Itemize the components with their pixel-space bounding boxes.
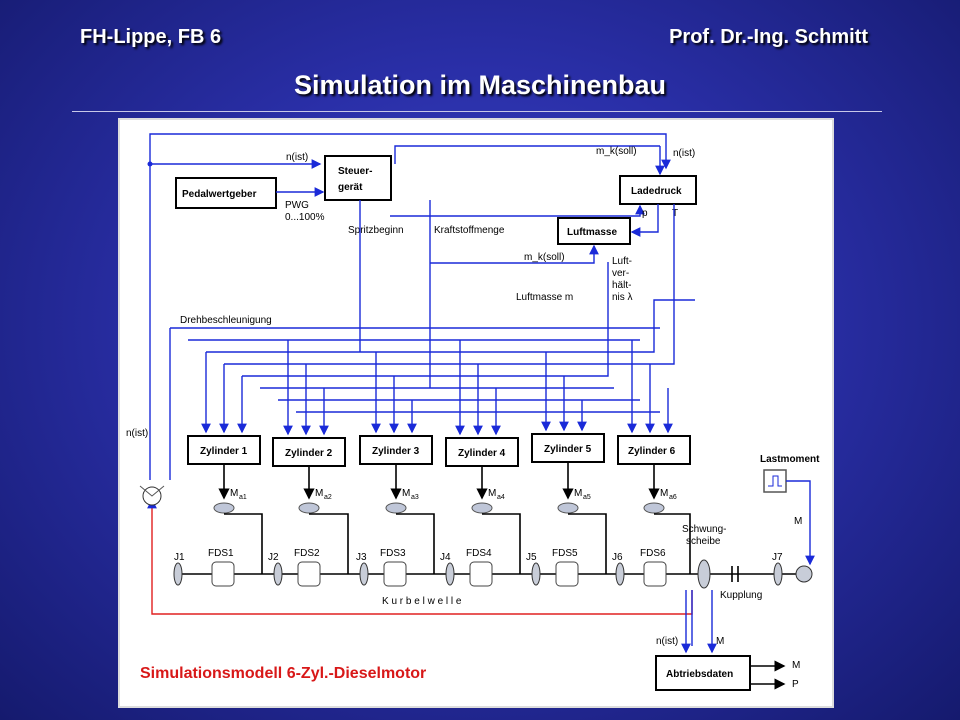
svg-text:M: M [488,488,496,499]
luftmasse-label: Luftmasse [567,227,617,238]
label-luft-4: nis λ [612,292,633,303]
abtriebsdaten-block: Abtriebsdaten n(ist) M M P [655,590,800,691]
diagram-canvas: Steuer- gerät Pedalwertgeber Ladedruck L… [126,133,820,691]
cylinder-2: Zylinder 2 [272,340,346,467]
pedalwertgeber-label: Pedalwertgeber [182,189,257,200]
header-right: Prof. Dr.-Ing. Schmitt [669,26,868,48]
torque-1: M a1 [213,464,247,514]
cylinder-5: Zylinder 5 [531,352,605,463]
svg-text:a4: a4 [497,494,505,501]
torque-6: M a6 [643,464,677,514]
lastmoment-block: Lastmoment M [760,454,820,566]
label-ml-right: M [794,516,802,527]
svg-text:Zylinder 3: Zylinder 3 [372,446,420,457]
svg-text:M: M [315,488,323,499]
spring-fds5: FDS5 [552,548,578,559]
steuergeraet-label-2: gerät [338,182,363,193]
label-kraftstoffmenge: Kraftstoffmenge [434,225,505,236]
torque-3: M a3 [385,464,419,514]
joint-j4: J4 [440,552,451,563]
abtriebsdaten-label: Abtriebsdaten [666,669,733,680]
svg-text:Zylinder 4: Zylinder 4 [458,448,506,459]
joint-j3: J3 [356,552,367,563]
lastmoment-label: Lastmoment [760,454,820,465]
label-pwg-2: 0...100% [285,212,325,223]
cylinders: Zylinder 1 Zylinder 2 Zylinder 3 Zylinde… [187,340,691,467]
label-ma-bottom: M [716,636,724,647]
svg-text:a2: a2 [324,494,332,501]
spring-fds6: FDS6 [640,548,666,559]
label-schwung-2: scheibe [686,536,721,547]
label-spritzbeginn: Spritzbeginn [348,225,404,236]
joint-j2: J2 [268,552,279,563]
label-pm: P [792,679,799,690]
svg-text:Zylinder 1: Zylinder 1 [200,446,248,457]
label-schwung-1: Schwung- [682,524,726,535]
label-luft-2: ver- [612,268,629,279]
svg-text:M: M [660,488,668,499]
steuergeraet-label-1: Steuer- [338,166,372,177]
svg-text:M: M [230,488,238,499]
crankshaft [173,513,813,589]
torque-5: M a5 [557,462,591,514]
joint-j1: J1 [174,552,185,563]
ladedruck-label: Ladedruck [631,186,682,197]
luftmasse-block: Luftmasse [390,204,659,264]
svg-text:Zylinder 6: Zylinder 6 [628,446,676,457]
label-md: M [792,660,800,671]
cylinder-4: Zylinder 4 [445,340,519,467]
label-mk-soll-mid: m_k(soll) [524,252,565,263]
title-rule [72,111,882,112]
svg-text:Zylinder 5: Zylinder 5 [544,444,592,455]
label-drehbeschleunigung: Drehbeschleunigung [180,315,272,326]
steuergeraet-block: Steuer- gerät [324,155,392,201]
label-luftmasse-ml: Luftmasse m [516,292,573,303]
svg-text:a1: a1 [239,494,247,501]
svg-text:M: M [402,488,410,499]
label-pwg-1: PWG [285,200,309,211]
svg-text:a5: a5 [583,494,591,501]
joint-j5: J5 [526,552,537,563]
signal-bus [169,200,695,480]
joint-j6: J6 [612,552,623,563]
diagram-caption: Simulationsmodell 6-Zyl.-Dieselmotor [140,665,426,682]
label-pl: p [642,208,648,219]
torque-2: M a2 [298,466,332,514]
torque-4: M a4 [471,466,505,514]
spring-fds4: FDS4 [466,548,492,559]
pedalwertgeber-block: Pedalwertgeber [175,177,325,209]
label-luft-3: hält- [612,280,631,291]
joint-j7: J7 [772,552,783,563]
spring-fds1: FDS1 [208,548,234,559]
slide-title: Simulation im Maschinenbau [293,70,667,100]
svg-text:M: M [574,488,582,499]
header-left: FH-Lippe, FB 6 [80,26,222,48]
simulation-diagram: Steuer- gerät Pedalwertgeber Ladedruck L… [118,118,834,708]
label-nist-left: n(ist) [126,428,148,439]
svg-text:Zylinder 2: Zylinder 2 [285,448,333,459]
label-nist-top: n(ist) [286,152,308,163]
ladedruck-block: Ladedruck [619,175,697,205]
spring-fds2: FDS2 [294,548,320,559]
label-kurbelwelle: K u r b e l w e l l e [382,596,462,607]
cylinder-torques: M a1 M a2 M a3 M a4 M a5 [213,462,677,514]
label-nist-right: n(ist) [673,148,695,159]
label-mk-soll-top: m_k(soll) [596,146,637,157]
cylinder-6: Zylinder 6 [617,340,691,465]
svg-text:a3: a3 [411,494,419,501]
label-kupplung: Kupplung [720,590,762,601]
label-nist-bottom: n(ist) [656,636,678,647]
svg-text:a6: a6 [669,494,677,501]
cylinder-3: Zylinder 3 [359,352,433,465]
speed-sensor [139,485,165,506]
label-tl: T [672,208,678,219]
spring-fds3: FDS3 [380,548,406,559]
cylinder-1: Zylinder 1 [187,352,261,465]
nist-top-loop [147,133,671,480]
label-luft-1: Luft- [612,256,632,267]
